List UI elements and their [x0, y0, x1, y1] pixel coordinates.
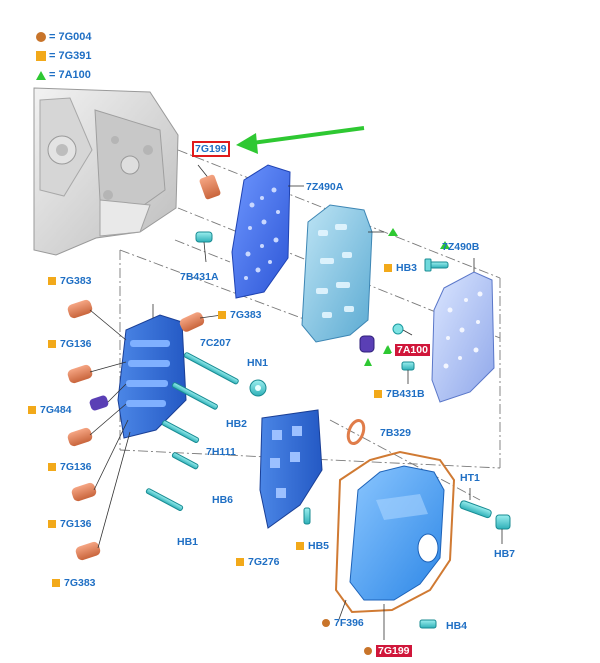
label-text: HB5	[308, 540, 330, 552]
label-hb3: HB3	[384, 262, 417, 274]
label-7b329: 7B329	[380, 427, 411, 439]
square-icon	[48, 520, 56, 528]
label-text: 7G136	[60, 461, 92, 473]
square-icon	[374, 390, 382, 398]
long-bolts	[145, 352, 437, 629]
sensor-7b431b	[401, 361, 415, 384]
label-7g136-c: 7G136	[48, 518, 92, 530]
label-text: 7F396	[334, 617, 364, 629]
solenoids	[67, 299, 223, 561]
label-7g199-highlighted: 7G199	[364, 645, 412, 657]
label-7a100-highlighted: 7A100	[383, 344, 430, 356]
label-hb5: HB5	[296, 540, 329, 552]
marker-triangle-valve-body	[388, 228, 398, 236]
label-text: 7G136	[60, 518, 92, 530]
bracket-7g276	[259, 409, 323, 529]
label-7g276: 7G276	[236, 556, 280, 568]
label-hb7: HB7	[494, 548, 516, 560]
label-7b431b: 7B431B	[374, 388, 425, 400]
label-text: 7G136	[60, 338, 92, 350]
sensor-purple	[359, 335, 375, 366]
square-icon	[28, 406, 36, 414]
label-text: 7G383	[64, 577, 96, 589]
label-7z490b: 7Z490B	[442, 241, 480, 253]
label-7h111: 7H111	[206, 446, 236, 458]
separator-plate-7z490a	[231, 164, 304, 299]
label-7g383-mid: 7G383	[218, 309, 262, 321]
label-text: 7B431B	[386, 388, 425, 400]
label-7g136-b: 7G136	[48, 461, 92, 473]
label-7g199-boxed: 7G199	[192, 141, 230, 157]
sleeve-7g199	[197, 164, 221, 200]
legend-item-7g391: = 7G391	[36, 49, 92, 63]
label-7g136-a: 7G136	[48, 338, 92, 350]
circle-icon	[364, 647, 372, 655]
bolt-hb3	[424, 258, 449, 272]
transmission-housing	[33, 87, 179, 256]
label-text: 7G383	[230, 309, 262, 321]
legend-label: = 7A100	[49, 69, 91, 81]
label-text: 7A100	[395, 344, 430, 356]
label-text: 7G383	[60, 275, 92, 287]
square-icon	[36, 51, 46, 61]
label-hb1: HB1	[177, 536, 199, 548]
solenoid-body	[117, 304, 187, 439]
square-icon	[48, 340, 56, 348]
label-text: 7G199	[376, 645, 412, 657]
oring-7b329	[346, 418, 366, 446]
label-7z490a: 7Z490A	[306, 181, 344, 193]
marker-triangle-7z490b	[440, 241, 450, 249]
label-hb6: HB6	[212, 494, 234, 506]
label-7f396: 7F396	[322, 617, 364, 629]
square-icon	[218, 311, 226, 319]
label-text: 7G484	[40, 404, 72, 416]
nut-hn1	[249, 379, 267, 397]
label-hb2: HB2	[226, 418, 248, 430]
legend-item-7a100: = 7A100	[36, 68, 91, 82]
fittings-ht1-hb7	[459, 488, 511, 544]
square-icon	[52, 579, 60, 587]
legend-item-7g004: = 7G004	[36, 30, 92, 44]
square-icon	[48, 463, 56, 471]
circle-icon	[322, 619, 330, 627]
label-7b431a: 7B431A	[180, 271, 219, 283]
label-7c207: 7C207	[200, 337, 231, 349]
pointer-arrow	[236, 126, 365, 154]
label-text: 7G276	[248, 556, 280, 568]
label-text: HB3	[396, 262, 418, 274]
valve-body-main	[301, 204, 384, 343]
square-icon	[296, 542, 304, 550]
square-icon	[384, 264, 392, 272]
legend-label: = 7G391	[49, 50, 92, 62]
connector-ring	[392, 323, 413, 336]
sensor-7b431a	[195, 231, 213, 263]
label-7g383-top: 7G383	[48, 275, 92, 287]
separator-plate-7z490b	[431, 258, 495, 403]
square-icon	[48, 277, 56, 285]
label-ht1: HT1	[460, 472, 480, 484]
label-7g484: 7G484	[28, 404, 72, 416]
label-hn1: HN1	[247, 357, 269, 369]
triangle-icon	[383, 346, 391, 354]
label-hb4: HB4	[446, 620, 468, 632]
circle-icon	[36, 32, 46, 42]
square-icon	[236, 558, 244, 566]
triangle-icon	[36, 70, 46, 80]
cover-gasket	[334, 450, 456, 640]
label-7g383-bottom: 7G383	[52, 577, 96, 589]
legend-label: = 7G004	[49, 31, 92, 43]
